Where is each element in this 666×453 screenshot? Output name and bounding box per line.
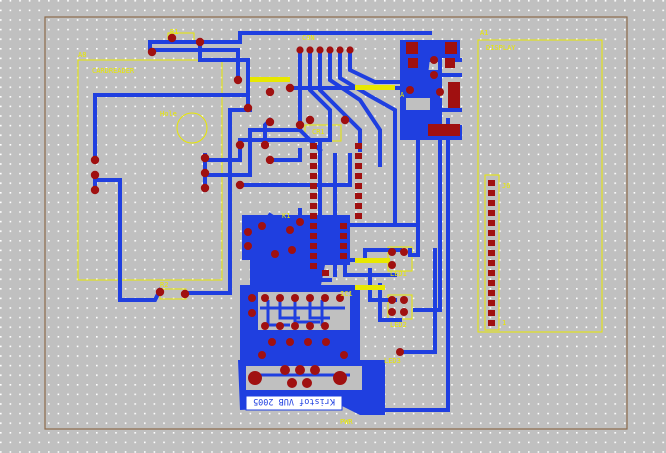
bottom-ref-label: PWR xyxy=(340,418,353,426)
led3-label: LED3 xyxy=(384,357,401,365)
silk-bar-top xyxy=(250,77,290,82)
crystal-label: CR1 xyxy=(312,128,325,136)
resistor-bottom-label: R2 xyxy=(160,281,168,289)
silkscreen-layer xyxy=(77,32,603,333)
display-ref: A1 xyxy=(480,29,488,37)
mounting-hole xyxy=(176,112,208,144)
mid-label: K1 xyxy=(282,212,290,220)
j6-ref: J6 xyxy=(502,182,510,190)
cardreader-outline xyxy=(77,59,223,281)
signature-plate xyxy=(245,395,343,411)
display-outline xyxy=(477,39,603,333)
silk-bars xyxy=(250,77,395,290)
silkscreen-text: A8 CARDREADER Hole A1 DISPLAY J6 1 R1 R2… xyxy=(78,28,516,426)
board-outline xyxy=(44,16,628,430)
j6-pin-one: 1 xyxy=(502,319,506,327)
silk-bar-crystal xyxy=(355,85,395,90)
cardreader-ref: A8 xyxy=(78,51,86,59)
led2-label: LED2 xyxy=(390,321,407,329)
resistor-top-label: R1 xyxy=(170,28,178,36)
signature-text: Kristof VUB 2005 xyxy=(253,396,335,406)
hole-label: Hole xyxy=(160,110,177,118)
silk-bar-led xyxy=(355,258,390,263)
ic-label: IC1 xyxy=(340,290,353,298)
header-j6-outline xyxy=(484,174,500,331)
diode-label: A xyxy=(400,91,405,99)
connector-top-label: CON xyxy=(302,34,315,42)
display-name: DISPLAY xyxy=(486,44,516,52)
silk-bar-bottom xyxy=(355,285,385,290)
cardreader-name: CARDREADER xyxy=(92,67,135,75)
pads xyxy=(90,33,495,388)
void-diode xyxy=(406,98,430,110)
led1-label: LED1 xyxy=(390,270,407,278)
